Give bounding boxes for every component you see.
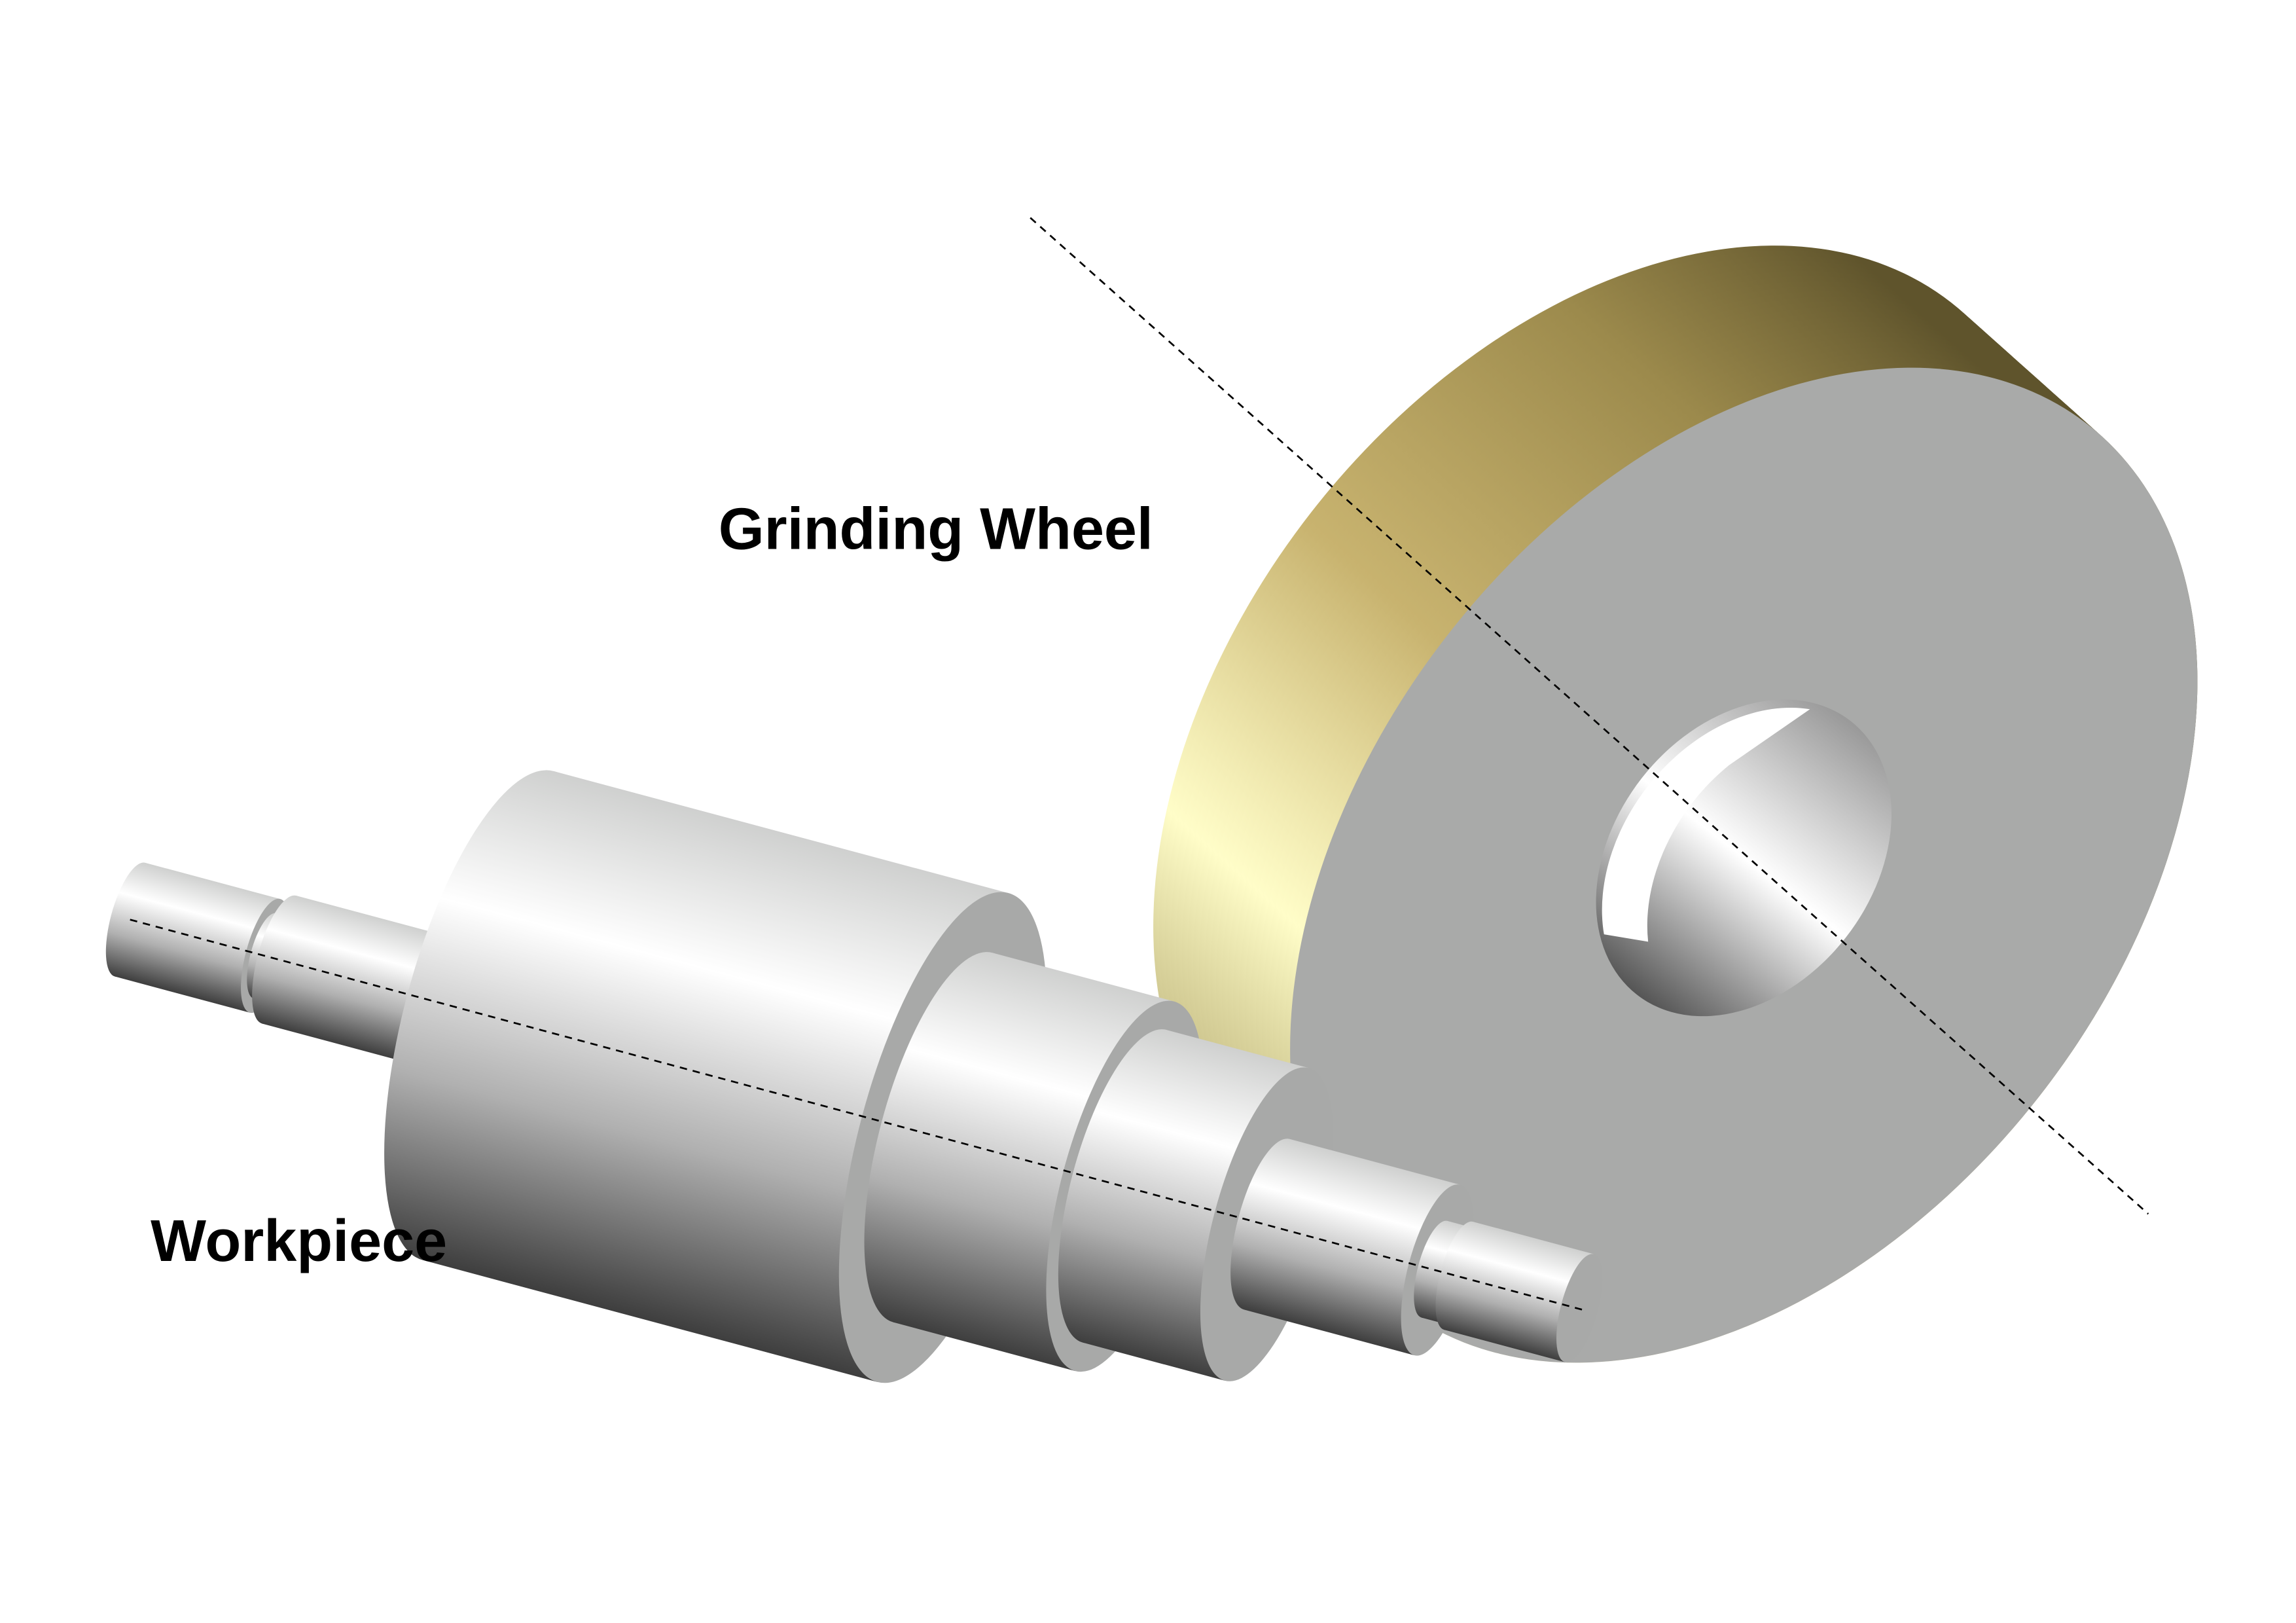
grinding-wheel-label: Grinding Wheel bbox=[719, 496, 1153, 562]
wheel-bore-opening bbox=[1602, 707, 1810, 942]
grinding-wheel bbox=[1153, 246, 2198, 1363]
workpiece-label: Workpiece bbox=[151, 1209, 447, 1274]
wheel-axis-line bbox=[1030, 217, 2149, 1215]
